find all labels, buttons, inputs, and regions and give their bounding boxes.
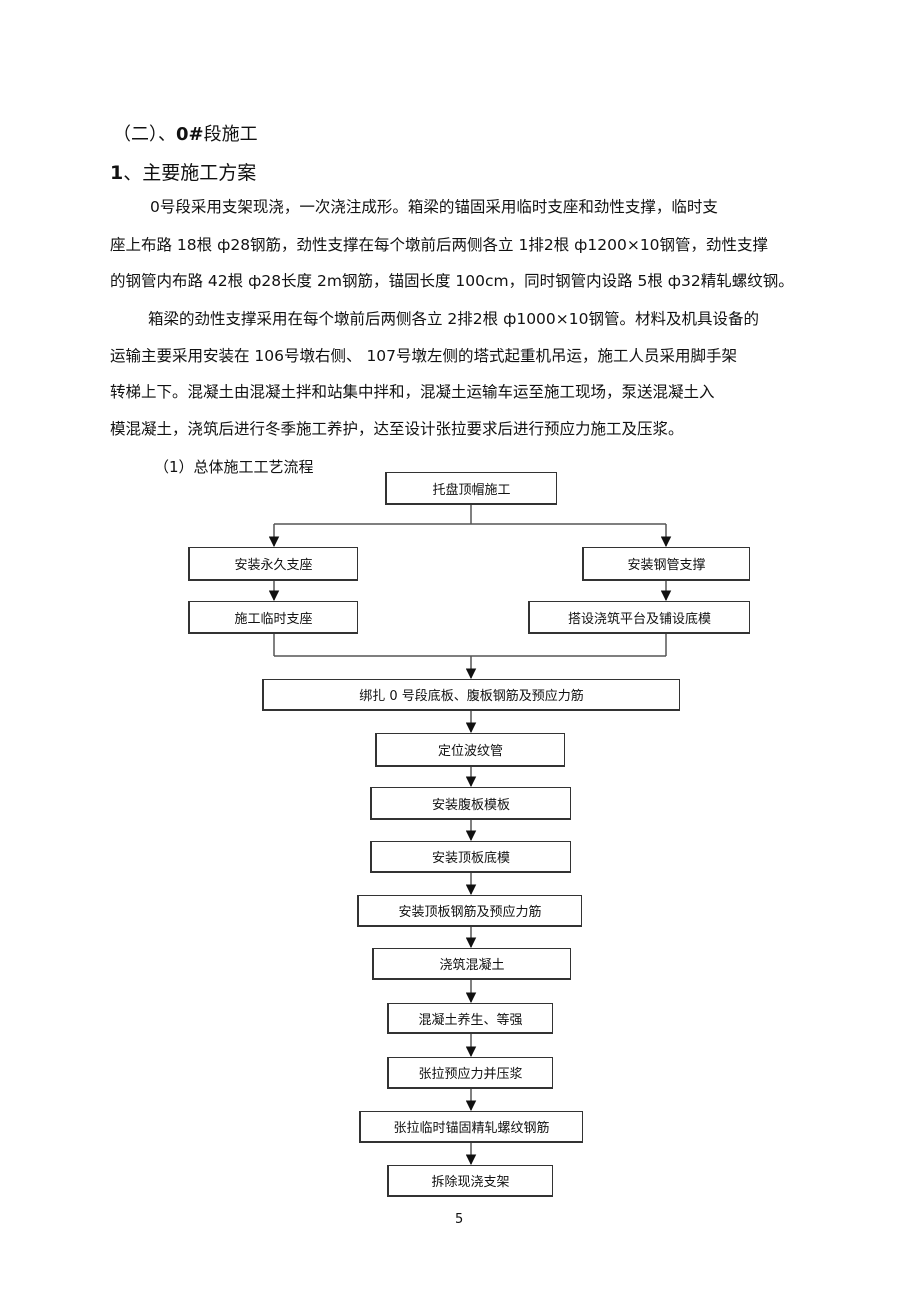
flow-step-tension-grout: 张拉预应力并压浆 <box>387 1057 553 1089</box>
subsection-heading: 1、主要施工方案 <box>110 162 257 184</box>
flow-step-left1: 安装永久支座 <box>188 547 358 581</box>
flow-step-remove-support: 拆除现浇支架 <box>387 1165 553 1197</box>
flow-step-right1: 安装钢管支撑 <box>582 547 750 581</box>
flow-step-bind-rebar: 绑扎 0 号段底板、腹板钢筋及预应力筋 <box>262 679 680 711</box>
flow-step-right2: 搭设浇筑平台及铺设底模 <box>528 601 750 634</box>
paragraph-line-7: 模混凝土，浇筑后进行冬季施工养护，达至设计张拉要求后进行预应力施工及压浆。 <box>110 420 684 438</box>
flow-step-top-slab-rebar: 安装顶板钢筋及预应力筋 <box>357 895 582 927</box>
flow-step-top: 托盘顶帽施工 <box>385 472 557 505</box>
paragraph-line-4: 箱梁的劲性支撑采用在每个墩前后两侧各立 2排2根 ф1000×10钢管。材料及机… <box>148 310 759 328</box>
flow-step-tension-anchor: 张拉临时锚固精轧螺纹钢筋 <box>359 1111 583 1143</box>
paragraph-line-2: 座上布路 18根 ф28钢筋，劲性支撑在每个墩前后两侧各立 1排2根 ф1200… <box>110 236 769 254</box>
flow-step-curing: 混凝土养生、等强 <box>387 1003 553 1034</box>
paragraph-line-6: 转梯上下。混凝土由混凝土拌和站集中拌和，混凝土运输车运至施工现场，泵送混凝土入 <box>110 383 715 401</box>
flow-step-web-formwork: 安装腹板模板 <box>370 787 571 820</box>
page-number: 5 <box>455 1212 464 1227</box>
paragraph-line-5: 运输主要采用安装在 106号墩右侧、 107号墩左侧的塔式起重机吊运，施工人员采… <box>110 347 738 365</box>
paragraph-line-1: 0号段采用支架现浇，一次浇注成形。箱梁的锚固采用临时支座和劲性支撑，临时支 <box>150 198 718 216</box>
flowchart-label: （1）总体施工工艺流程 <box>154 458 314 476</box>
paragraph-line-3: 的钢管内布路 42根 ф28长度 2m钢筋，锚固长度 100cm，同时钢管内设路… <box>110 272 794 290</box>
flow-step-top-slab-bottom-form: 安装顶板底模 <box>370 841 571 873</box>
flow-step-pour-concrete: 浇筑混凝土 <box>372 948 571 980</box>
flow-step-left2: 施工临时支座 <box>188 601 358 634</box>
flow-step-position-duct: 定位波纹管 <box>375 733 565 767</box>
section-heading: （二）、0#段施工 <box>113 124 258 145</box>
